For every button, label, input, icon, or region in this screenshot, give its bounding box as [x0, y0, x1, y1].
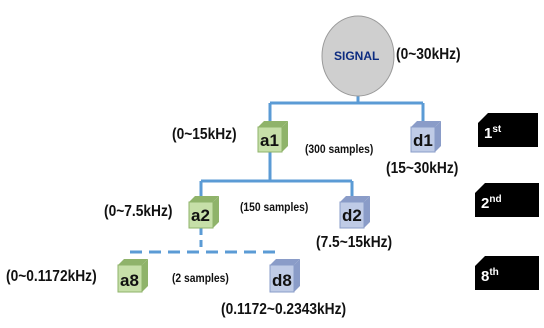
d1-range: (15~30kHz) [386, 160, 459, 177]
d8-label: d8 [272, 271, 292, 290]
level-tag-1-number: 1 [484, 125, 493, 142]
d2-range: (7.5~15kHz) [316, 234, 393, 251]
box-d1 [410, 121, 441, 153]
box-a1 [257, 121, 288, 153]
a1-range: (0~15kHz) [172, 126, 237, 143]
box-a2 [188, 196, 219, 229]
connectors [130, 95, 425, 254]
d1-label: d1 [413, 131, 433, 150]
a2-range: (0~7.5kHz) [104, 203, 173, 220]
signal-label: SIGNAL [334, 49, 380, 63]
level8-samples: (2 samples) [172, 271, 229, 285]
level-tag-2-number: 2 [481, 195, 490, 212]
a8-range: (0~0.1172kHz) [6, 268, 97, 285]
a8-label: a8 [120, 271, 139, 290]
box-d8 [269, 259, 300, 293]
level-tag-8: 8th LEVEL [475, 256, 539, 290]
signal-node [321, 15, 395, 97]
box-a8 [117, 259, 148, 293]
level-tag-2: 2nd LEVEL [475, 183, 539, 217]
level-tag-1-suffix: st [492, 124, 502, 135]
level1-samples: (300 samples) [305, 142, 374, 156]
level-tag-2-suffix: nd [489, 194, 502, 205]
a1-label: a1 [260, 131, 279, 150]
level2-samples: (150 samples) [240, 200, 309, 214]
d2-label: d2 [342, 206, 362, 225]
d8-range: (0.1172~0.2343kHz) [221, 301, 347, 318]
a2-label: a2 [191, 206, 210, 225]
level-tag-8-suffix: th [489, 267, 499, 278]
level-tag-8-number: 8 [481, 268, 490, 285]
box-d2 [339, 196, 370, 229]
level-tag-1: 1st LEVEL [478, 113, 538, 147]
signal-range: (0~30kHz) [396, 46, 461, 63]
